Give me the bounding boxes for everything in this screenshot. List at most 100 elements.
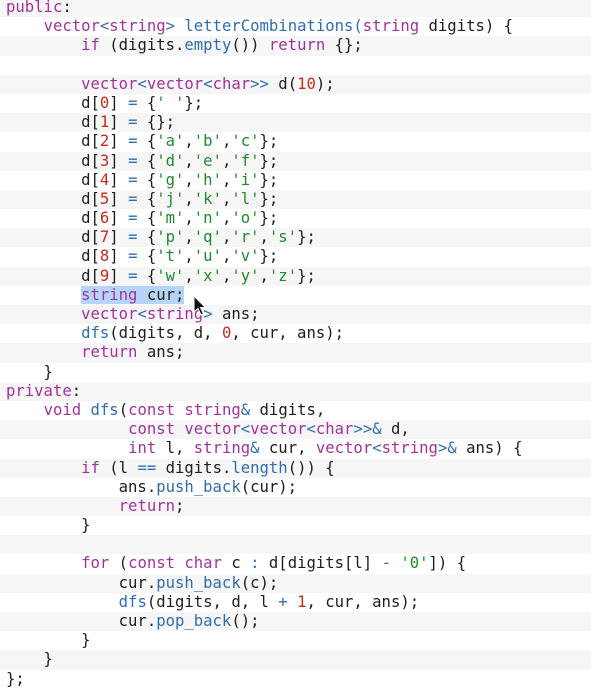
- code-line[interactable]: cur.pop_back();: [0, 612, 591, 632]
- code-line[interactable]: dfs(digits, d, 0, cur, ans);: [0, 324, 591, 343]
- code-line[interactable]: vector<vector<char>> d(10);: [0, 74, 591, 94]
- code-token: ans;: [137, 343, 185, 362]
- code-line[interactable]: d[6] = {'m','n','o'};: [0, 209, 591, 228]
- code-line[interactable]: [0, 56, 591, 75]
- code-token: };: [259, 151, 279, 170]
- code-line[interactable]: d[8] = {'t','u','v'};: [0, 247, 591, 266]
- code-token: (l: [99, 458, 138, 477]
- code-token: (digits, d,: [109, 324, 222, 343]
- code-token: ,: [184, 170, 194, 189]
- code-line[interactable]: }: [0, 631, 591, 650]
- code-token: [6, 17, 44, 35]
- code-token: d[: [6, 93, 100, 112]
- code-token: };: [259, 209, 279, 228]
- code-line[interactable]: d[0] = {' '};: [0, 94, 591, 113]
- code-token: 9: [99, 266, 110, 285]
- code-token: string: [362, 17, 420, 36]
- code-token: vector: [81, 305, 138, 323]
- code-token: 'q': [193, 228, 222, 247]
- code-token: ,: [221, 151, 232, 170]
- code-token: (c);: [240, 573, 279, 592]
- code-line[interactable]: d[4] = {'g','h','i'};: [0, 171, 591, 190]
- code-line[interactable]: }: [0, 363, 591, 382]
- code-line[interactable]: string cur;: [0, 285, 591, 305]
- code-line[interactable]: d[1] = {};: [0, 113, 591, 133]
- code-line[interactable]: if (l == digits.length()) {: [0, 458, 591, 478]
- code-token: ,: [259, 266, 269, 285]
- code-token: 'o': [231, 209, 260, 228]
- code-token: };: [259, 170, 279, 189]
- arrow-cursor-icon: [193, 295, 207, 316]
- code-line[interactable]: }: [0, 516, 591, 535]
- code-token: 'y': [231, 266, 260, 285]
- code-line[interactable]: int l, string& cur, vector<string>& ans)…: [0, 439, 591, 458]
- code-token: [6, 497, 119, 515]
- code-line[interactable]: vector<string> letterCombinations(string…: [0, 17, 591, 36]
- code-token: 'l': [231, 189, 260, 208]
- code-token: , cur, ans);: [306, 592, 420, 611]
- code-line[interactable]: d[7] = {'p','q','r','s'};: [0, 228, 591, 248]
- code-line[interactable]: return;: [0, 496, 591, 517]
- code-token: ]: [109, 189, 129, 208]
- code-line[interactable]: cur.push_back(c);: [0, 573, 591, 593]
- code-token: 'k': [193, 189, 222, 208]
- code-line[interactable]: public:: [0, 0, 591, 18]
- code-token: const: [128, 400, 176, 419]
- code-token: 'p': [156, 228, 185, 247]
- code-line[interactable]: vector<string> ans;: [0, 305, 591, 325]
- code-line[interactable]: if (digits.empty()) return {};: [0, 36, 591, 56]
- code-token: ans) {: [456, 439, 523, 458]
- code-line[interactable]: for (const char c : d[digits[l] - '0']) …: [0, 554, 591, 573]
- code-token: cur,: [259, 439, 316, 458]
- code-token: push_back: [156, 477, 241, 496]
- code-token: };: [259, 247, 279, 266]
- code-line[interactable]: d[5] = {'j','k','l'};: [0, 189, 591, 210]
- code-line[interactable]: dfs(digits, d, l + 1, cur, ans);: [0, 593, 591, 612]
- code-token: 'g': [156, 170, 185, 189]
- code-token: vector: [315, 439, 373, 458]
- code-token: [288, 593, 297, 611]
- code-line[interactable]: const vector<vector<char>>& d,: [0, 420, 591, 440]
- code-line[interactable]: d[3] = {'d','e','f'};: [0, 151, 591, 171]
- code-token: ,: [184, 247, 194, 266]
- code-token: int: [128, 439, 157, 458]
- code-token: 'c': [231, 132, 260, 151]
- code-line[interactable]: private:: [0, 381, 591, 401]
- code-token: 'b': [193, 132, 222, 151]
- code-token: <: [203, 74, 213, 93]
- code-token: ();: [231, 612, 260, 630]
- code-token: vector: [43, 17, 100, 36]
- code-token: ,: [184, 132, 194, 151]
- code-token: for: [81, 554, 110, 573]
- code-token: {: [137, 189, 157, 208]
- code-token: if: [81, 458, 100, 477]
- code-token: ==: [137, 458, 157, 477]
- code-token: ()): [231, 36, 269, 55]
- code-token: [6, 286, 81, 304]
- code-token: 'f': [231, 151, 260, 170]
- code-line[interactable]: ans.push_back(cur);: [0, 478, 591, 497]
- code-token: ;: [175, 496, 185, 515]
- code-line[interactable]: void dfs(const string& digits,: [0, 401, 591, 420]
- code-token: ,: [221, 209, 232, 228]
- code-token: [6, 324, 81, 342]
- code-token: };: [259, 132, 279, 151]
- code-line[interactable]: }: [0, 650, 591, 670]
- code-line[interactable]: d[9] = {'w','x','y','z'};: [0, 266, 591, 286]
- code-token: 'd': [156, 151, 185, 170]
- code-line[interactable]: };: [0, 670, 591, 689]
- code-line[interactable]: d[2] = {'a','b','c'};: [0, 132, 591, 151]
- code-token: empty: [184, 36, 232, 55]
- code-token: (digits.: [99, 36, 185, 55]
- code-token: =: [128, 189, 138, 208]
- code-token: [175, 401, 184, 419]
- code-line[interactable]: return ans;: [0, 343, 591, 363]
- code-token: d[: [6, 266, 100, 285]
- code-token: letterCombinations(: [175, 17, 363, 36]
- code-token: <: [372, 439, 382, 458]
- code-token: 'j': [156, 189, 185, 208]
- code-token: ,: [184, 209, 194, 228]
- code-token: char: [184, 554, 222, 573]
- code-line[interactable]: [0, 535, 591, 555]
